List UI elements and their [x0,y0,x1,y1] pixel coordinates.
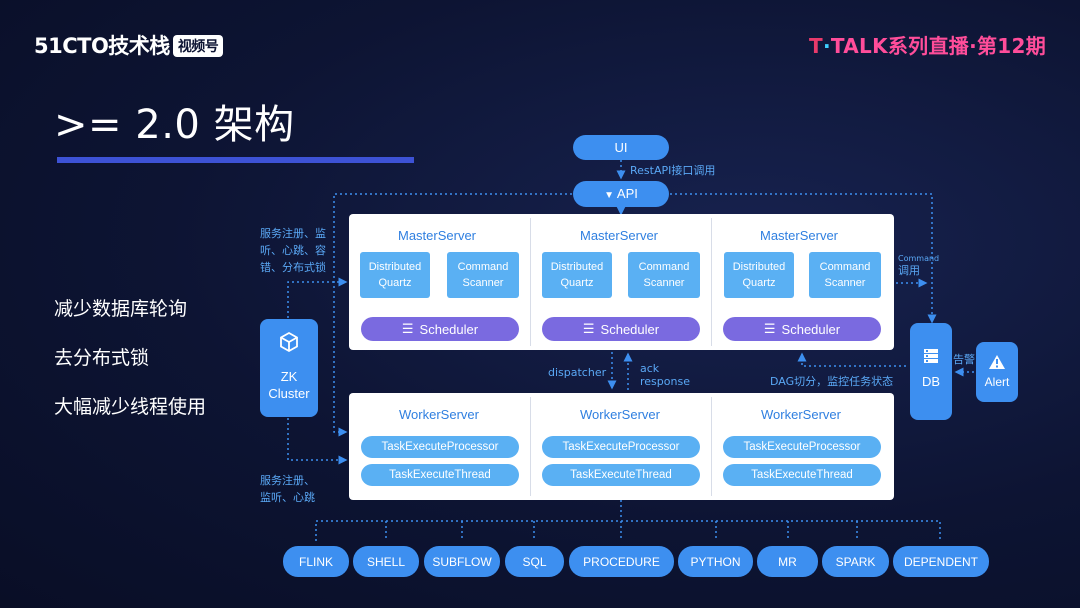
restapi-note: RestAPI接口调用 [630,164,716,177]
task-execute-processor: TaskExecuteProcessor [723,436,881,458]
scheduler-label: Scheduler [781,321,841,337]
worker-server-title: WorkerServer [399,407,479,422]
scheduler-label: Scheduler [600,321,660,337]
scheduler-db-icon: ☰ [763,321,776,336]
scheduler-box: ☰ Scheduler [361,317,519,341]
task-type-subflow: SUBFLOW [424,546,500,577]
task-type-mr: MR [757,546,818,577]
scheduler-box: ☰ Scheduler [542,317,700,341]
task-type-dependent: DEPENDENT [893,546,989,577]
zk-cluster-node: ZK Cluster [260,319,318,417]
master-registration-note: 服务注册、监听、心跳、容错、分布式锁 [260,227,326,274]
master-server-title: MasterServer [759,228,839,243]
cluster-label: Cluster [268,386,310,401]
task-type-flink: FLINK [283,546,349,577]
task-type-shell: SHELL [353,546,419,577]
command-call-note: 调用 [898,264,920,277]
talk-text: TALK系列直播·第12期 [830,34,1046,58]
bullet-2: 去分布式锁 [54,347,150,369]
master-server-title: MasterServer [579,228,659,243]
scheduler-box: ☰ Scheduler [723,317,881,341]
master-server-title: MasterServer [397,228,477,243]
task-execute-thread: TaskExecuteThread [361,464,519,486]
command-scanner-box: Command Scanner [447,252,519,298]
zk-cube-icon [280,331,298,353]
task-type-python: PYTHON [678,546,753,577]
distributed-quartz-box: Distributed Quartz [542,252,612,298]
talk-dot: · [822,34,831,58]
brand-logo: 51CTO技术栈视频号 [34,30,224,60]
task-execute-processor: TaskExecuteProcessor [361,436,519,458]
talk-series-logo: T·TALK系列直播·第12期 [809,30,1046,59]
task-type-procedure: PROCEDURE [569,546,674,577]
alert-note: 告警 [953,353,975,366]
db-server-icon [924,349,938,363]
slide-title: >= 2.0 架构 [54,102,295,148]
command-small-note: Command [898,254,940,263]
bullet-1: 减少数据库轮询 [54,298,188,320]
scheduler-db-icon: ☰ [582,321,595,336]
scheduler-label: Scheduler [419,321,479,337]
dispatcher-note: dispatcher [548,366,607,379]
ack-response-note: ack response [640,362,690,388]
talk-t: T [809,34,823,58]
worker-server-title: WorkerServer [580,407,660,422]
api-label: API [616,186,638,201]
task-type-spark: SPARK [822,546,889,577]
alert-warning-icon [989,355,1005,369]
ui-node: UI [573,135,669,160]
distributed-quartz-box: Distributed Quartz [360,252,430,298]
master-divider-1 [530,218,531,346]
worker-server-title: WorkerServer [761,407,841,422]
distributed-quartz-box: Distributed Quartz [724,252,794,298]
db-label: DB [921,374,941,389]
api-plug-icon: ▼ [604,190,615,201]
scheduler-db-icon: ☰ [401,321,414,336]
api-node: ▼ API [573,181,669,207]
master-divider-2 [711,218,712,346]
command-scanner-box: Command Scanner [628,252,700,298]
task-type-sql: SQL [505,546,564,577]
brand-sub-badge: 视频号 [172,35,224,57]
bullet-3: 大幅减少线程使用 [54,396,207,418]
worker-registration-note: 服务注册、监听、心跳 [260,474,315,504]
alert-label: Alert [984,375,1010,389]
brand-name: 51CTO技术栈 [34,34,170,58]
worker-divider-2 [711,397,712,496]
task-execute-thread: TaskExecuteThread [723,464,881,486]
task-execute-processor: TaskExecuteProcessor [542,436,700,458]
zk-label: ZK [280,369,298,384]
db-node: DB [910,323,952,420]
worker-divider-1 [530,397,531,496]
alert-node: Alert [976,342,1018,402]
task-execute-thread: TaskExecuteThread [542,464,700,486]
command-scanner-box: Command Scanner [809,252,881,298]
title-underline [57,157,414,163]
dag-note: DAG切分，监控任务状态 [770,375,894,388]
